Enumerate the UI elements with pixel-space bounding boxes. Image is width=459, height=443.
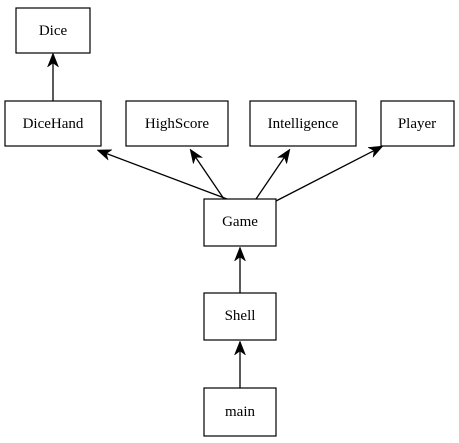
edge-line xyxy=(195,156,225,200)
arrowhead-icon xyxy=(276,148,291,165)
node-dice-label: Dice xyxy=(39,23,68,39)
arrowhead-icon xyxy=(233,246,247,262)
node-shell: Shell xyxy=(203,292,277,341)
node-shell-box xyxy=(203,292,277,341)
node-dicehand-box xyxy=(4,100,102,147)
arrowhead-icon xyxy=(367,145,384,159)
node-highscore-label: HighScore xyxy=(145,116,209,132)
arrowhead-icon xyxy=(189,148,204,165)
node-shell-label: Shell xyxy=(225,308,256,324)
edge-game-to-player xyxy=(275,145,384,202)
node-dice-box xyxy=(15,7,91,54)
edges-layer xyxy=(46,52,384,388)
node-dicehand-label: DiceHand xyxy=(23,116,84,132)
edge-line xyxy=(255,156,285,200)
node-dicehand: DiceHand xyxy=(4,100,102,147)
nodes-layer: Dice DiceHand HighScore Intelligence Pla… xyxy=(4,7,455,437)
edge-main-to-shell xyxy=(233,340,247,388)
node-highscore-box xyxy=(125,100,229,147)
node-intelligence-box xyxy=(249,100,357,147)
node-main-label: main xyxy=(225,404,255,420)
node-highscore: HighScore xyxy=(125,100,229,147)
node-main-box xyxy=(203,387,277,437)
arrowhead-icon xyxy=(233,340,247,356)
edge-line xyxy=(275,149,375,202)
node-dice: Dice xyxy=(15,7,91,54)
edge-game-to-dicehand xyxy=(96,149,228,200)
edge-shell-to-game xyxy=(233,246,247,293)
node-game: Game xyxy=(203,198,277,247)
node-player-box xyxy=(380,100,455,147)
node-intelligence-label: Intelligence xyxy=(268,116,339,132)
edge-game-to-highscore xyxy=(189,148,225,200)
node-intelligence: Intelligence xyxy=(249,100,357,147)
edge-game-to-intelligence xyxy=(255,148,291,200)
edge-dicehand-to-dice xyxy=(46,52,60,101)
node-game-box xyxy=(203,198,277,247)
arrowhead-icon xyxy=(96,149,113,161)
arrowhead-icon xyxy=(46,52,60,68)
node-game-label: Game xyxy=(222,214,258,230)
node-main: main xyxy=(203,387,277,437)
node-player-label: Player xyxy=(398,116,436,132)
edge-line xyxy=(106,152,228,200)
node-player: Player xyxy=(380,100,455,147)
